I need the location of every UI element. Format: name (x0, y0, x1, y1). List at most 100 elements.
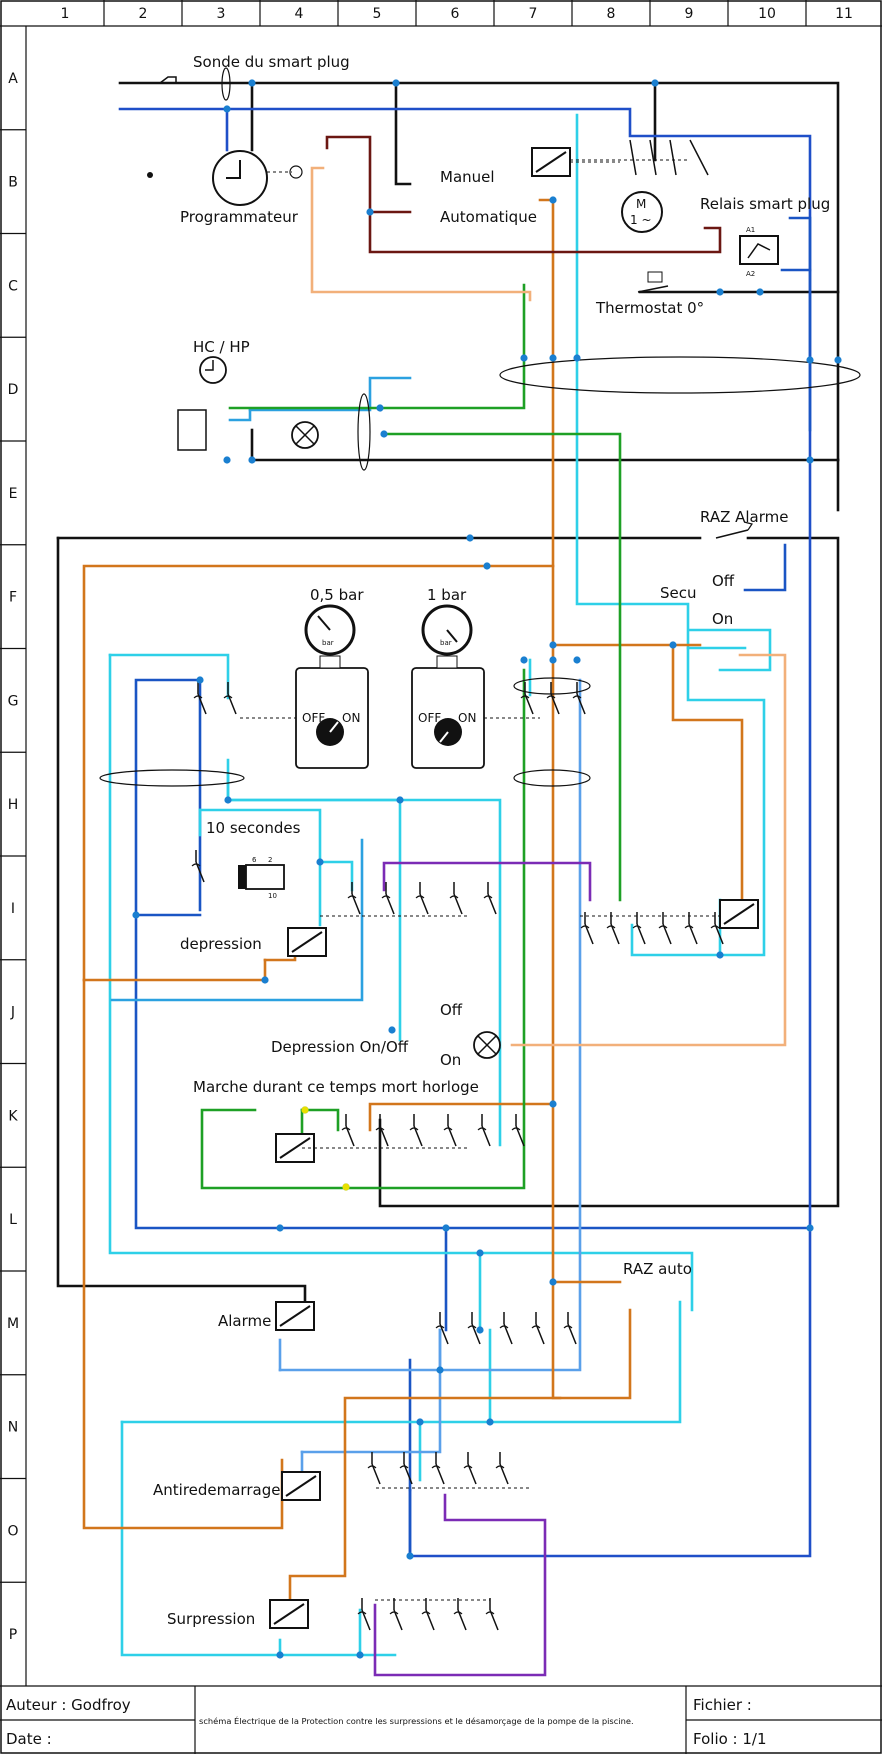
folio-text: Folio : 1/1 (693, 1730, 767, 1748)
row-header: A (8, 71, 18, 87)
gauge-1-on-label: ON (458, 711, 476, 725)
relay-contact-icon (499, 1312, 513, 1345)
relay-contact-icon (572, 682, 586, 715)
relay-contact-icon (563, 1312, 577, 1345)
relay-contact-icon (632, 912, 646, 945)
fichier-text: Fichier : (693, 1696, 752, 1714)
column-header: 8 (607, 6, 616, 22)
column-header: 9 (685, 6, 694, 22)
relay-contact-icon (483, 882, 497, 915)
row-header: G (8, 693, 19, 709)
relay-contact-icon (453, 1598, 467, 1631)
relay-contact-icon (389, 1598, 403, 1631)
row-header: M (7, 1316, 19, 1332)
components: M 1 ~ A1 A2 (99, 67, 861, 1631)
relay-contact-icon (463, 1452, 477, 1485)
relay-contact-icon (381, 882, 395, 915)
dix-secondes-label: 10 secondes (206, 819, 301, 837)
relay-coil-icon (531, 147, 571, 177)
row-header: N (8, 1420, 18, 1436)
row-header: L (9, 1212, 17, 1228)
pressure-gauge-1-icon: bar (411, 604, 485, 769)
relay-coil-icon (275, 1301, 315, 1331)
junction-dots (132, 79, 842, 1659)
relay-coil-icon (719, 899, 759, 929)
column-header: 11 (835, 6, 853, 22)
relay-contact-icon (710, 912, 724, 945)
hc-hp-label: HC / HP (193, 338, 250, 356)
relay-contact-icon (431, 1452, 445, 1485)
relay-contact-icon (477, 1114, 491, 1147)
gauge-1-label: 1 bar (427, 586, 467, 604)
relay-contact-icon (347, 882, 361, 915)
date-text: Date : (6, 1730, 52, 1748)
row-header: K (8, 1108, 18, 1124)
column-header: 6 (451, 6, 460, 22)
relay-coil-icon (269, 1599, 309, 1629)
wiring (56, 81, 840, 1677)
relay-contact-icon (449, 882, 463, 915)
lamp-icon (291, 421, 319, 449)
author-text: Auteur : Godfroy (6, 1696, 131, 1714)
row-header: O (7, 1523, 18, 1539)
svg-text:1 ~: 1 ~ (630, 213, 652, 227)
relay-contact-icon (531, 1312, 545, 1345)
relay-contact-icon (684, 912, 698, 945)
raz-auto-label: RAZ auto (623, 1260, 692, 1278)
depression-off-label: Off (440, 1001, 463, 1019)
row-header: D (8, 382, 19, 398)
alarme-label: Alarme (218, 1312, 271, 1330)
relay-contact-icon (511, 1114, 525, 1147)
relay-contact-icon (375, 1114, 389, 1147)
programmateur-label: Programmateur (180, 208, 299, 226)
column-header: 10 (758, 6, 776, 22)
svg-text:6: 6 (252, 856, 257, 864)
relay-contact-icon (191, 850, 205, 883)
relay-contact-icon (435, 1312, 449, 1345)
svg-text:bar: bar (322, 639, 334, 647)
relay-contact-icon (223, 682, 237, 715)
relay-contact-icon (485, 1598, 499, 1631)
column-header: 1 (61, 6, 70, 22)
gauge-05-label: 0,5 bar (310, 586, 364, 604)
column-header: 7 (529, 6, 538, 22)
surpression-label: Surpression (167, 1610, 255, 1628)
relay-contact-icon (658, 912, 672, 945)
relais-smart-plug-label: Relais smart plug (700, 195, 830, 213)
row-header: B (8, 175, 18, 191)
gauge-05-on-label: ON (342, 711, 360, 725)
gauge-1-off-label: OFF (418, 711, 441, 725)
lamp-icon (473, 1031, 501, 1059)
antiredemarrage-label: Antiredemarrage (153, 1481, 280, 1499)
row-header: E (9, 486, 18, 502)
relay-contact-icon (399, 1452, 413, 1485)
relay-contact-icon (580, 912, 594, 945)
marche-label: Marche durant ce temps mort horloge (193, 1078, 479, 1096)
svg-text:A1: A1 (746, 226, 755, 234)
relay-contact-icon (520, 682, 534, 715)
relay-contact-icon (467, 1312, 481, 1345)
raz-alarme-label: RAZ Alarme (700, 508, 788, 526)
column-header: 3 (217, 6, 226, 22)
relay-contact-icon (495, 1452, 509, 1485)
pressure-gauge-05-icon: bar (295, 604, 369, 769)
row-header: P (9, 1627, 17, 1643)
relay-coil-icon (275, 1133, 315, 1163)
relay-contact-icon (421, 1598, 435, 1631)
sonde-label: Sonde du smart plug (193, 53, 350, 71)
row-header: H (8, 797, 19, 813)
manuel-label: Manuel (440, 168, 495, 186)
schema-title: schéma Électrique de la Protection contr… (199, 1715, 634, 1726)
row-header: J (10, 1005, 15, 1021)
relay-coil-icon (287, 927, 327, 957)
relay-contact-icon (193, 682, 207, 715)
depression-onoff-label: Depression On/Off (271, 1038, 409, 1056)
gauge-05-off-label: OFF (302, 711, 325, 725)
labels: Sonde du smart plug Manuel Automatique P… (153, 53, 830, 1628)
smart-plug-relay (739, 235, 779, 265)
relay-contact-icon (546, 682, 560, 715)
relay-contact-icon (443, 1114, 457, 1147)
